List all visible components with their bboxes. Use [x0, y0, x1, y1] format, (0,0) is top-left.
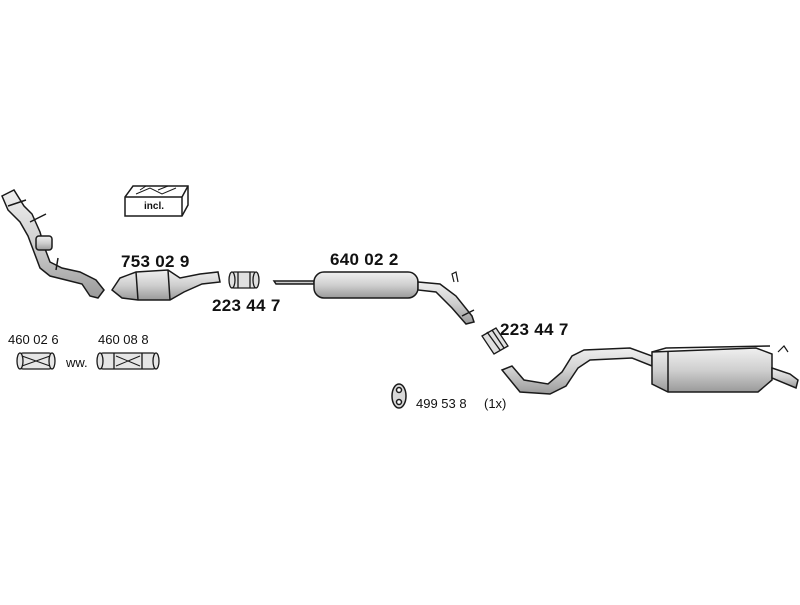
part-number-rubber-mount: 499 53 8	[416, 396, 467, 411]
part-number-clamp-front: 223 44 7	[212, 296, 281, 315]
part-number-flex-pipe-b: 460 08 8	[98, 332, 149, 347]
flex-pipe-b-part	[96, 352, 160, 370]
incl-kit-box	[124, 185, 189, 217]
part-number-middle-silencer: 640 02 2	[330, 250, 399, 269]
middle-silencer	[272, 271, 475, 325]
flex-pipe-a-part	[16, 352, 56, 370]
part-number-flex-pipe-a: 460 02 6	[8, 332, 59, 347]
front-pipe	[1, 189, 105, 299]
quantity-note: (1x)	[484, 396, 507, 411]
part-number-clamp-rear: 223 44 7	[500, 320, 569, 339]
alternative-label: ww.	[66, 355, 88, 370]
rubber-mount-part	[391, 383, 407, 409]
rear-silencer	[500, 345, 799, 395]
part-number-catalytic-converter: 753 02 9	[121, 252, 190, 271]
clamp-rear-part	[481, 327, 509, 355]
catalytic-converter	[110, 269, 221, 301]
incl-label: incl.	[144, 201, 165, 212]
clamp-front-part	[228, 271, 260, 289]
